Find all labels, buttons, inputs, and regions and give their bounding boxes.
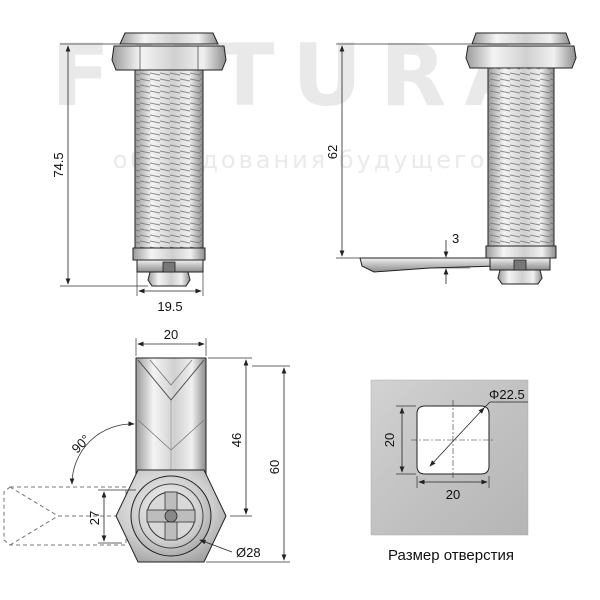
dim-rotation-angle: 90° — [69, 432, 94, 457]
side-hex-nut — [111, 45, 227, 71]
cutout-diameter: Φ22.5 — [489, 387, 525, 402]
dim-side-width: 19.5 — [157, 299, 182, 314]
profile-view: 62 3 — [325, 32, 577, 285]
side-cap — [119, 32, 219, 45]
dim-front-nut-height: 27 — [87, 511, 102, 525]
cutout-height: 20 — [382, 433, 397, 447]
dim-profile-height: 62 — [325, 145, 340, 159]
front-view: 90° 20 46 60 27 Ø28 — [3, 327, 290, 563]
dim-profile-cam-thickness: 3 — [452, 231, 459, 246]
watermark: FUTURA оборудования будущего — [51, 26, 531, 174]
dim-front-nut-diameter: Ø28 — [236, 545, 261, 560]
side-base-ring — [132, 247, 206, 261]
profile-small-nut — [497, 269, 543, 285]
dim-front-total-height: 60 — [267, 460, 282, 474]
cutout-width: 20 — [446, 487, 460, 502]
profile-hex-nut — [465, 45, 577, 69]
dim-side-height: 74.5 — [51, 152, 66, 177]
cutout-diagram: Φ22.5 20 20 Размер отверстия — [370, 379, 529, 564]
cutout-caption: Размер отверстия — [388, 547, 514, 564]
side-small-nut — [147, 271, 191, 287]
side-view: 74.5 19.5 — [51, 32, 227, 314]
dim-front-inner-height: 46 — [229, 433, 244, 447]
profile-cam-arm — [359, 257, 499, 273]
profile-cap — [471, 32, 571, 45]
dim-front-width: 20 — [164, 327, 178, 342]
rotation-arc — [69, 421, 135, 485]
